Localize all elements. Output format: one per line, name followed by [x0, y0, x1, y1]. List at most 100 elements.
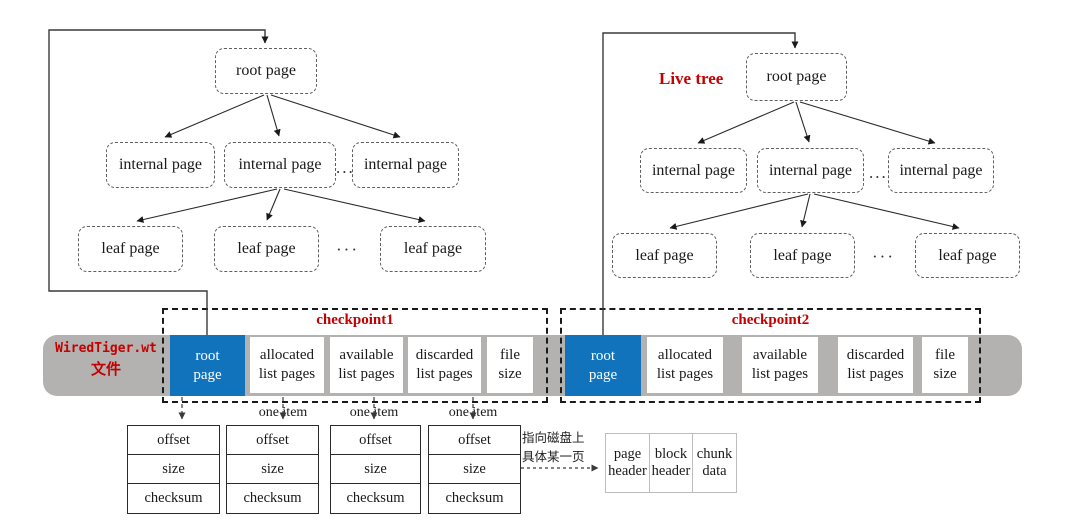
checkpoint2-root-l2: page — [588, 366, 618, 383]
wt-file-name-cn: 文件 — [90, 360, 121, 378]
checkpoint2-root-page-segment: root page — [565, 335, 641, 396]
live-tree-internal-ellipsis: ... — [869, 163, 888, 182]
checkpoint2-allocated-list-segment: allocated list pages — [647, 337, 723, 393]
item-table-2: offset size checksum — [226, 425, 319, 514]
checkpoint1-allocated-l1: allocated — [259, 347, 315, 364]
disk-pointer-note-line2: 具体某一页 — [522, 448, 585, 464]
checkpoint1-discarded-l1: discarded — [415, 347, 474, 364]
checkpoint1-filesize-l2: size — [498, 366, 522, 382]
checkpoint1-allocated-l2: list pages — [258, 366, 316, 382]
item-table-4: offset size checksum — [428, 425, 521, 514]
live-tree-label: Live tree — [659, 69, 724, 88]
one-item-label-2: one item — [349, 405, 399, 420]
checkpoint2-title: checkpoint2 — [731, 312, 810, 328]
item-table-4-offset: offset — [429, 426, 520, 455]
live-tree-leaf-page-1: leaf page — [612, 233, 717, 278]
left-tree-leaf-page-2: leaf page — [214, 226, 319, 272]
live-tree-internal-2-label: internal page — [768, 161, 853, 179]
item-table-4-size: size — [429, 455, 520, 484]
checkpoint2-filesize-l2: size — [933, 366, 957, 382]
item-table-4-checksum: checksum — [429, 484, 520, 513]
item-table-1: offset size checksum — [127, 425, 220, 514]
checkpoint1-root-page-segment: root page — [170, 335, 245, 396]
left-tree-internal-page-2: internal page — [224, 142, 336, 188]
live-tree-internal-page-2: internal page — [757, 148, 864, 193]
left-tree-leaf-3-label: leaf page — [403, 240, 463, 257]
checkpoint2-root-l1: root — [590, 347, 616, 364]
disk-cell-block-l2: header — [651, 463, 691, 479]
disk-cell-block-l1: block — [654, 445, 688, 462]
item-table-1-checksum: checksum — [128, 484, 219, 513]
wt-file-label: WiredTiger.wt 文件 — [46, 341, 166, 379]
live-tree-leaf-1-label: leaf page — [635, 246, 694, 264]
checkpoint1-root-l1: root — [195, 347, 220, 364]
left-tree-internal-3-label: internal page — [363, 156, 448, 173]
disk-cell-page-l2: header — [608, 463, 647, 479]
one-item-label-3: one item — [448, 405, 498, 420]
item-table-3: offset size checksum — [330, 425, 421, 514]
checkpoint2-discarded-l2: list pages — [847, 366, 904, 382]
disk-pointer-note-line1: 指向磁盘上 — [522, 430, 585, 445]
left-tree-root-page: root page — [215, 48, 317, 94]
live-tree-internal-3-label: internal page — [899, 161, 983, 179]
live-tree-internal-page-1: internal page — [640, 148, 747, 193]
disk-cell-chunk-l1: chunk — [696, 445, 733, 462]
checkpoint2-allocated-l1: allocated — [657, 347, 713, 364]
item-table-3-offset: offset — [331, 426, 420, 455]
checkpoint2-available-l1: available — [752, 347, 808, 364]
disk-page-layout: page header block header chunk data — [605, 433, 737, 493]
checkpoint1-file-size-segment: file size — [487, 337, 533, 393]
left-tree-leaf-page-1: leaf page — [78, 226, 183, 272]
live-tree-leaf-2-label: leaf page — [773, 246, 832, 264]
live-tree-leaf-page-3: leaf page — [915, 233, 1020, 278]
checkpoint2-available-list-segment: available list pages — [742, 337, 818, 393]
live-tree-root-label: root page — [766, 68, 827, 85]
left-tree-internal-ellipsis: ... — [336, 158, 355, 177]
one-item-label-1: one item — [258, 405, 308, 420]
disk-cell-block-header: block header — [650, 433, 693, 493]
disk-cell-page-l1: page — [613, 445, 642, 462]
left-tree-internal-page-1: internal page — [106, 142, 215, 188]
item-table-2-checksum: checksum — [227, 484, 318, 513]
checkpoint1-discarded-list-segment: discarded list pages — [408, 337, 481, 393]
checkpoint1-available-l1: available — [339, 347, 394, 364]
checkpoint2-filesize-l1: file — [935, 347, 955, 364]
left-tree-internal-1-label: internal page — [118, 156, 203, 173]
checkpoint1-discarded-l2: list pages — [416, 366, 473, 382]
checkpoint1-allocated-list-segment: allocated list pages — [250, 337, 324, 393]
checkpoint1-available-l2: list pages — [338, 366, 395, 382]
live-tree-internal-page-3: internal page — [888, 148, 994, 193]
live-tree-internal-1-label: internal page — [651, 161, 736, 179]
item-table-2-offset: offset — [227, 426, 318, 455]
item-table-1-size: size — [128, 455, 219, 484]
live-tree-leaf-ellipsis: ··· — [872, 247, 895, 266]
item-table-3-size: size — [331, 455, 420, 484]
checkpoint1-root-l2: page — [193, 366, 222, 383]
left-tree-internal-2-label: internal page — [238, 156, 322, 173]
left-tree-leaf-2-label: leaf page — [237, 240, 296, 257]
disk-cell-chunk-l2: data — [702, 463, 727, 479]
checkpoint2-discarded-l1: discarded — [846, 347, 905, 364]
live-tree-root-page: root page — [746, 53, 847, 101]
left-tree-root-label: root page — [236, 62, 296, 79]
item-table-2-size: size — [227, 455, 318, 484]
left-tree-internal-page-3: internal page — [352, 142, 459, 188]
wt-file-name: WiredTiger.wt — [55, 341, 157, 356]
checkpoint1-filesize-l1: file — [500, 347, 520, 364]
checkpoint1-available-list-segment: available list pages — [330, 337, 403, 393]
item-table-1-offset: offset — [128, 426, 219, 455]
left-tree-leaf-ellipsis: ··· — [336, 240, 359, 259]
checkpoint2-allocated-l2: list pages — [656, 366, 714, 382]
left-tree-leaf-page-3: leaf page — [380, 226, 486, 272]
checkpoint1-box: checkpoint1 — [162, 308, 548, 403]
left-tree-leaf-1-label: leaf page — [101, 240, 160, 257]
item-table-3-checksum: checksum — [331, 484, 420, 513]
disk-cell-chunk-data: chunk data — [693, 433, 737, 493]
checkpoint2-available-l2: list pages — [751, 366, 809, 382]
disk-pointer-note: 指向磁盘上 具体某一页 — [522, 429, 604, 467]
disk-cell-page-header: page header — [605, 433, 650, 493]
live-tree-leaf-page-2: leaf page — [750, 233, 855, 278]
checkpoint1-title: checkpoint1 — [316, 312, 394, 328]
checkpoint2-file-size-segment: file size — [922, 337, 968, 393]
